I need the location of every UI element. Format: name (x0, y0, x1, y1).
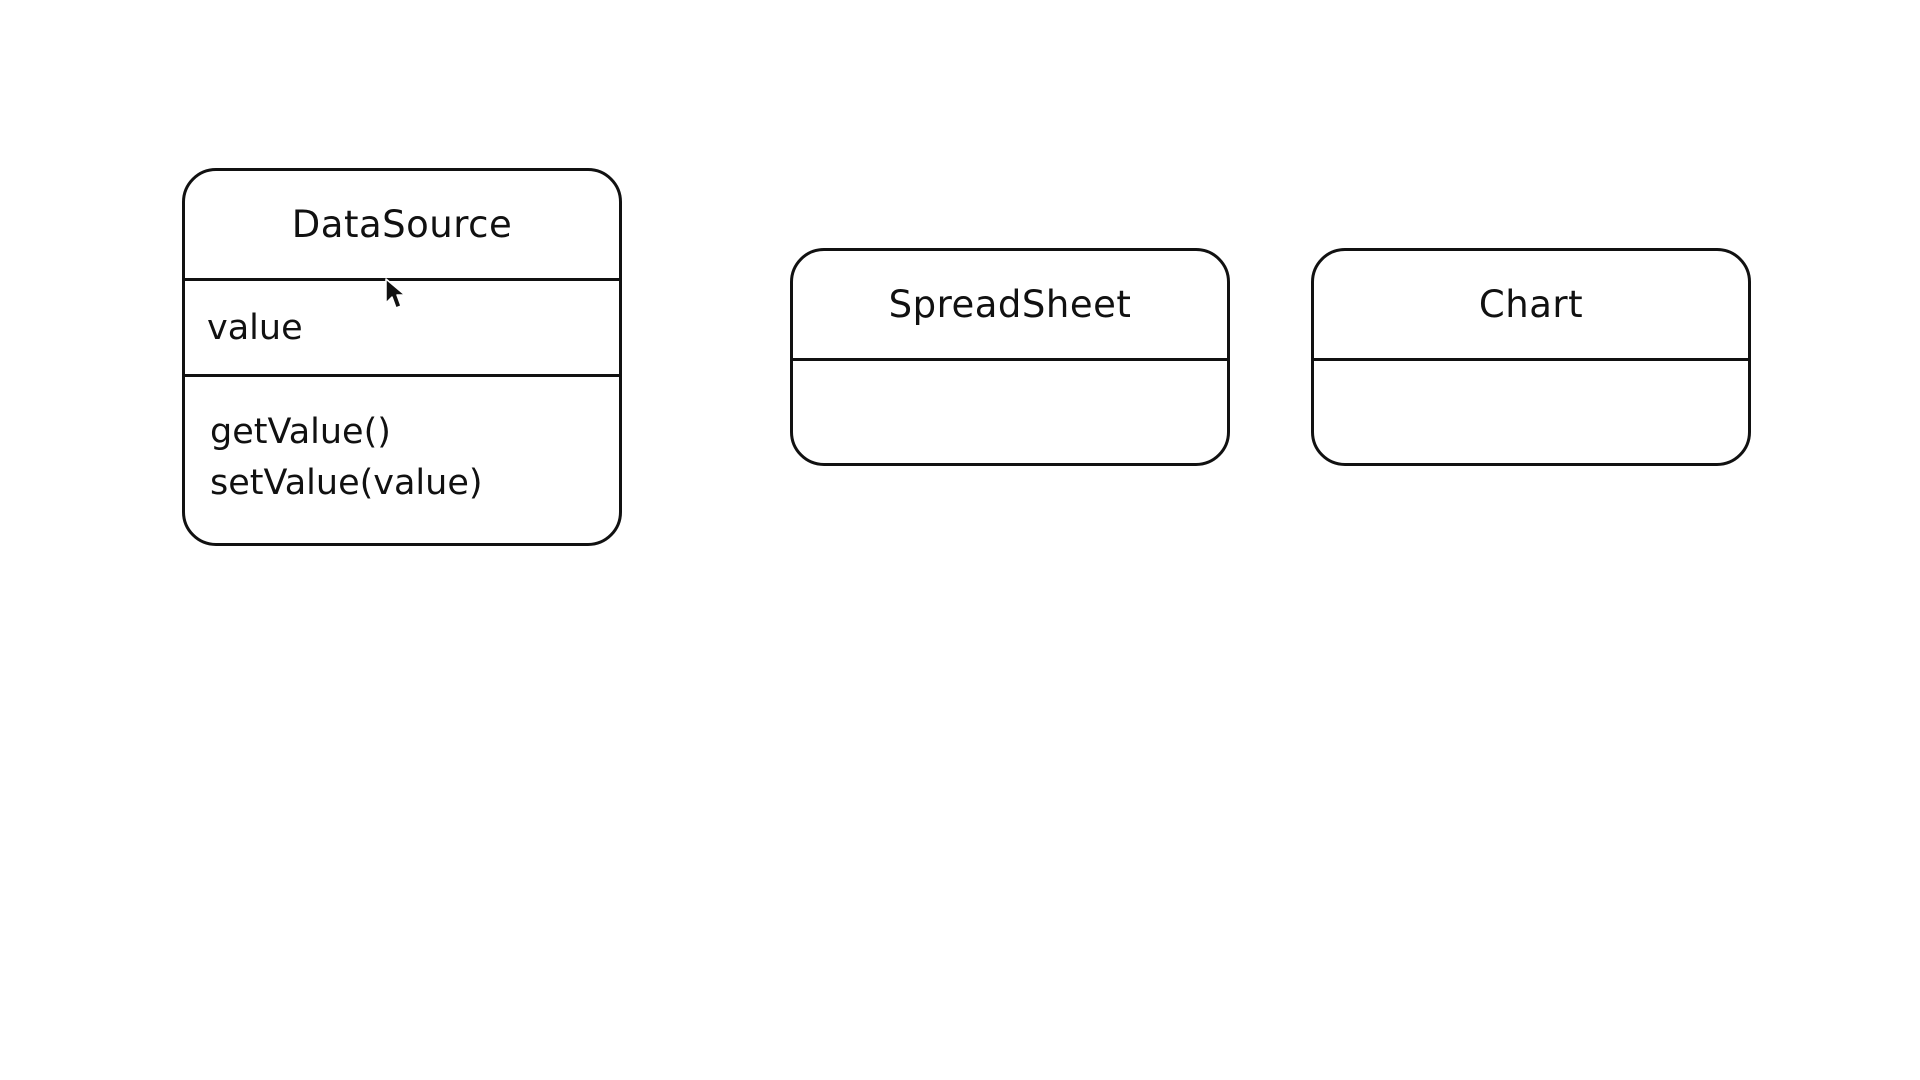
method-set-value: setValue(value) (210, 463, 483, 503)
class-title: SpreadSheet (793, 251, 1227, 361)
class-spreadsheet[interactable]: SpreadSheet (790, 248, 1230, 466)
class-attributes: value (185, 281, 619, 377)
class-title: Chart (1314, 251, 1748, 361)
class-methods: getValue() setValue(value) (185, 377, 619, 509)
method-get-value: getValue() (210, 412, 391, 452)
attribute-value: value (207, 307, 303, 348)
class-chart[interactable]: Chart (1311, 248, 1751, 466)
class-title: DataSource (185, 171, 619, 281)
class-datasource[interactable]: DataSource value getValue() setValue(val… (182, 168, 622, 546)
